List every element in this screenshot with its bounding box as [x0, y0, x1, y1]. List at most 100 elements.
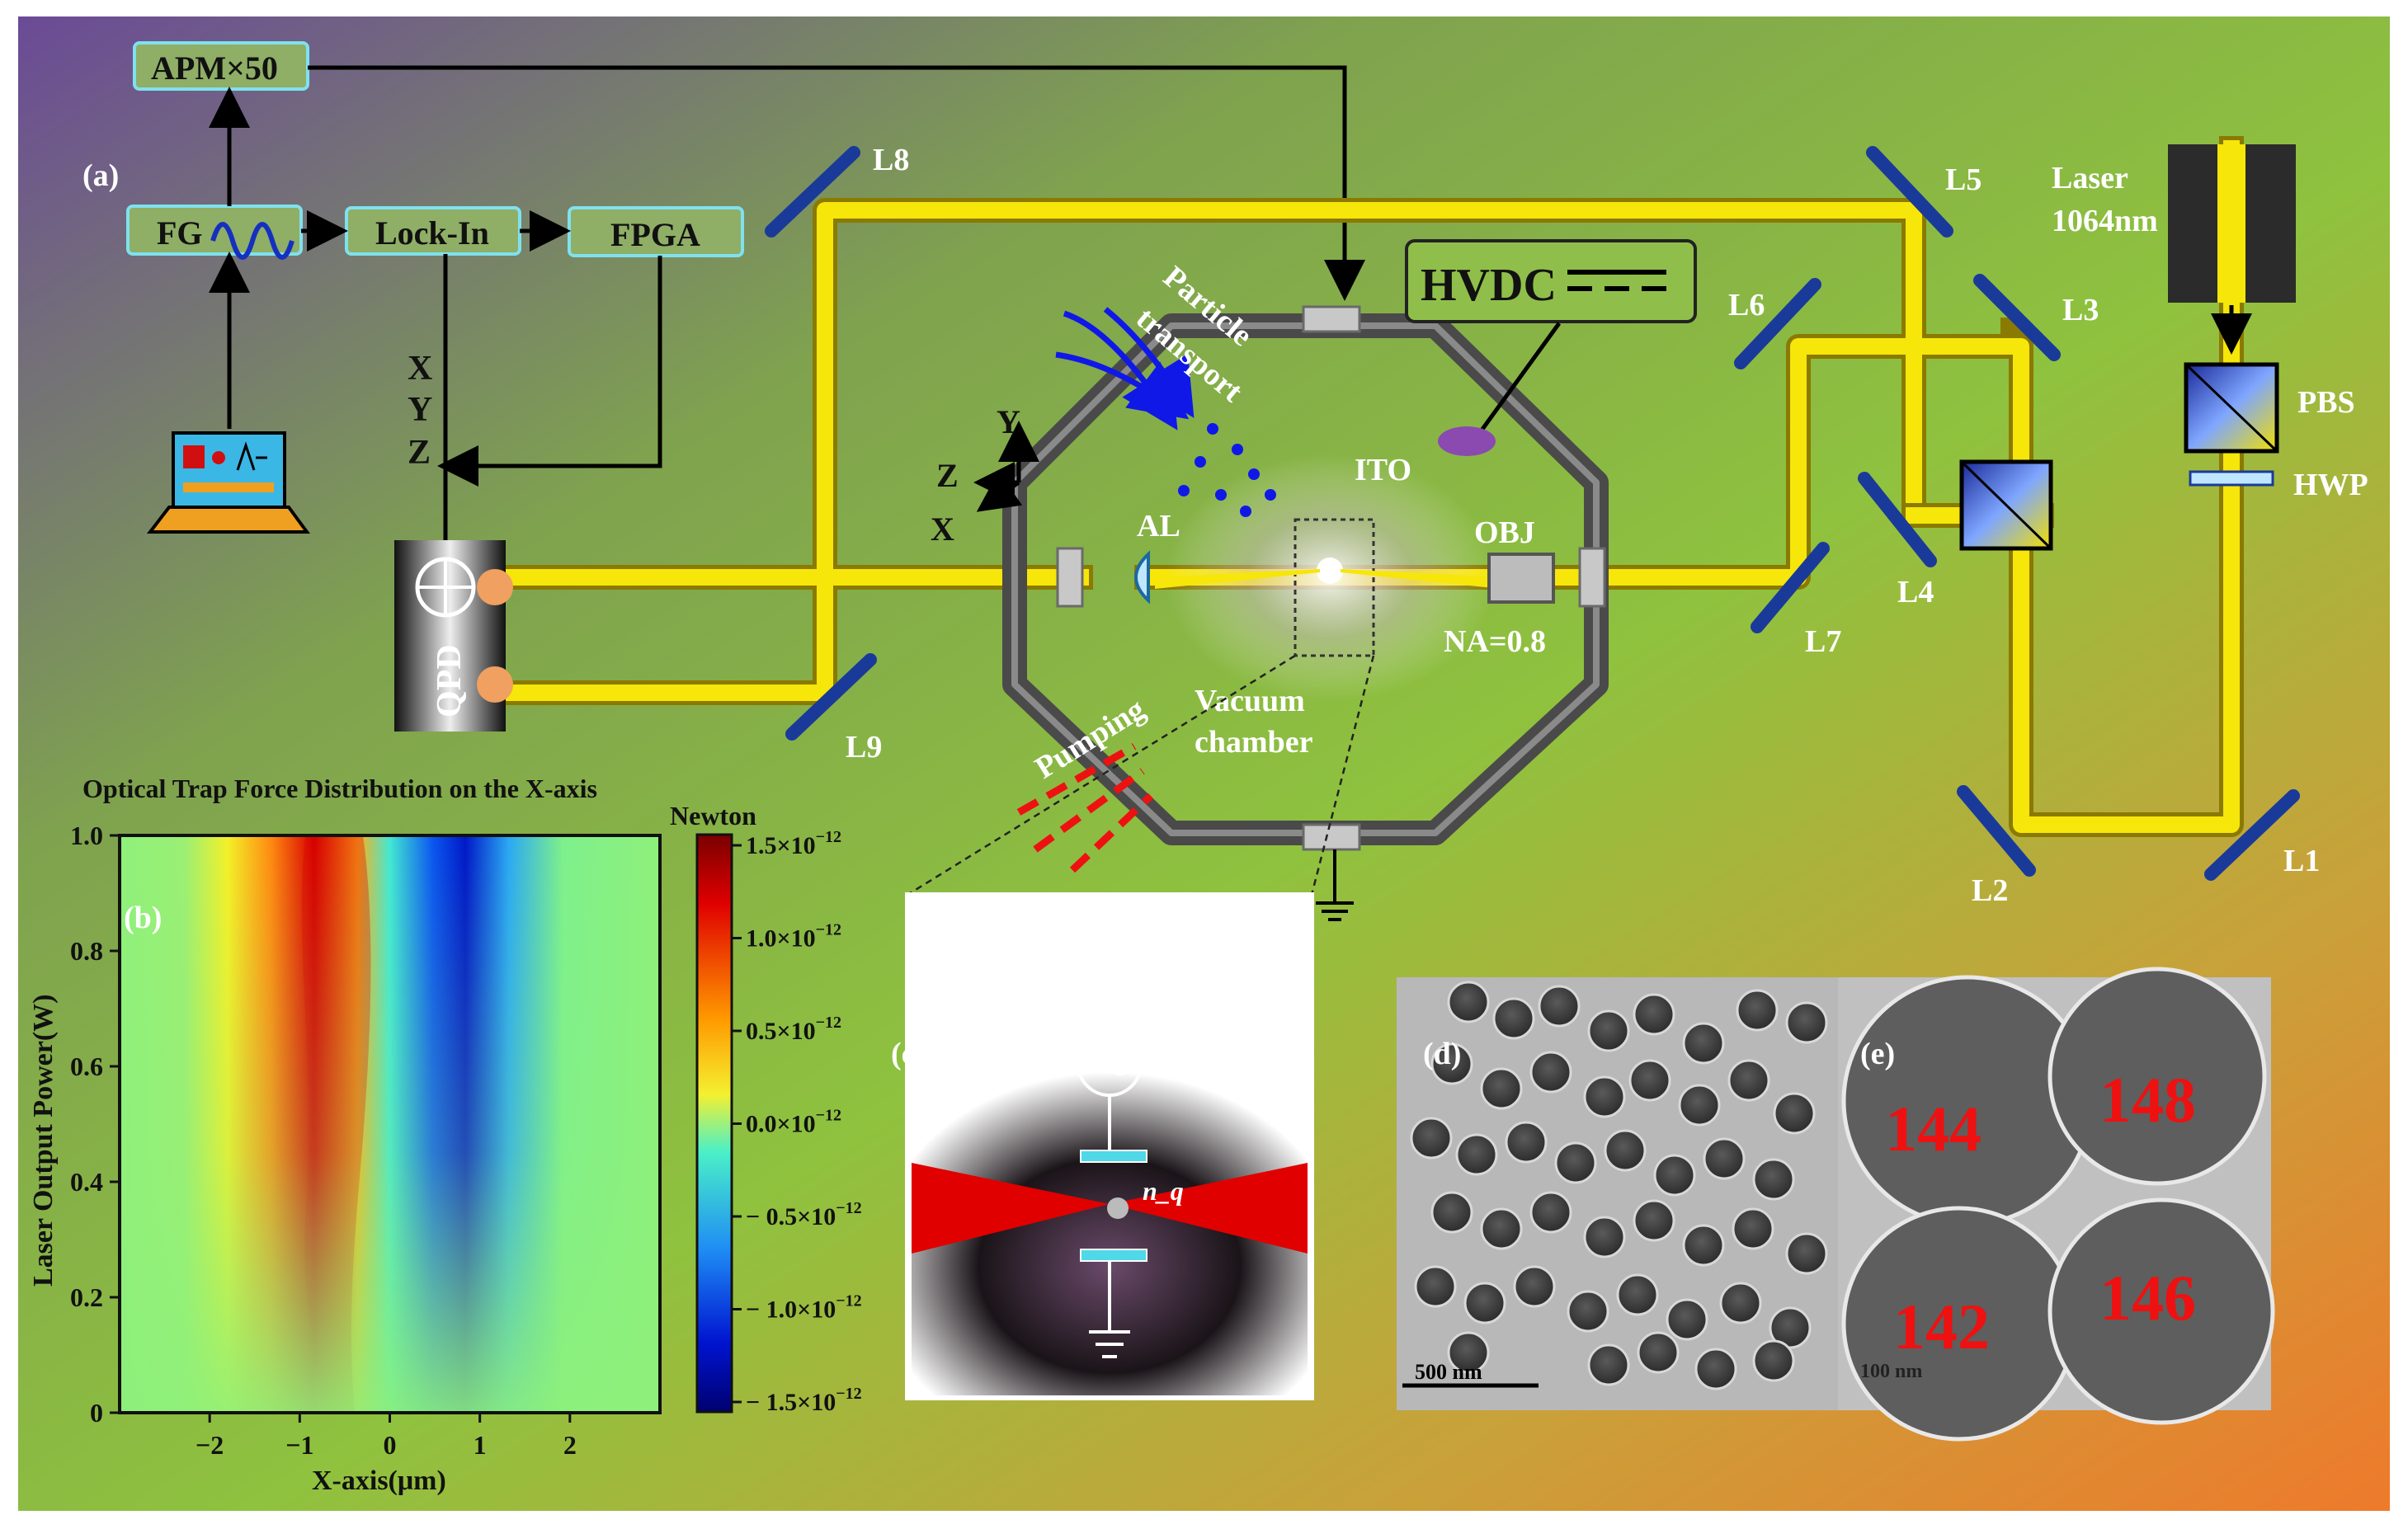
heatmap-y-ticks: 00.20.40.60.81.0: [70, 821, 120, 1428]
nanoparticle: [1583, 1216, 1626, 1258]
axis-z-label: Z: [408, 434, 431, 472]
nanoparticle: [1682, 1224, 1725, 1267]
particle-transport-arrows: [1055, 307, 1195, 430]
hvdc-box: [1405, 239, 1697, 323]
nanoparticle: [1430, 1191, 1473, 1234]
scale-bar-e-label: 100 nm: [1860, 1361, 1922, 1382]
vacuum-chamber-label-2: chamber: [1195, 725, 1313, 760]
mirror-l9-label: L9: [846, 730, 882, 764]
laptop-icon: [146, 431, 310, 534]
nanoparticle: [1567, 1290, 1609, 1333]
nanoparticle: [1703, 1137, 1746, 1180]
al-label: AL: [1137, 509, 1180, 543]
y-tick-label: 0: [90, 1398, 103, 1428]
nanoparticle: [1414, 1265, 1457, 1308]
zoom-lines: [907, 654, 1375, 896]
particle-146: [2048, 1197, 2275, 1425]
objective-icon: [1487, 553, 1555, 604]
inset-c-equation: E₀ sin(ω_Dr t): [1001, 901, 1191, 935]
nanoparticle: [1752, 1339, 1795, 1382]
heatmap-title: Optical Trap Force Distribution on the X…: [82, 774, 597, 803]
pumping-arrows: [1016, 743, 1154, 873]
mirror-labels: L1 L2 L3 L4 L5 L6 L7 L8 L9: [846, 143, 2320, 908]
coord-z-label: Z: [936, 457, 959, 494]
y-tick-label: 0.6: [70, 1051, 103, 1081]
laser-wavelength-label: 1064nm: [2052, 204, 2158, 238]
levitated-nanoparticle: [1107, 1197, 1129, 1219]
mirror-l1: [2204, 789, 2300, 881]
mirror-l5: [1866, 146, 1953, 238]
x-tick-label: 0: [384, 1430, 397, 1460]
nanoparticle: [1554, 1141, 1597, 1184]
nanoparticle: [1633, 993, 1675, 1036]
nanoparticle: [1785, 1001, 1828, 1044]
mirror-l1-label: L1: [2283, 844, 2320, 878]
particle-148: [2048, 967, 2267, 1186]
size-label-146: 146: [2099, 1262, 2196, 1334]
axis-y-label: Y: [408, 391, 432, 429]
mirror-l8-label: L8: [873, 143, 909, 177]
mirror-l7: [1751, 542, 1830, 633]
particle-dots: [1178, 423, 1276, 517]
ito-label: ITO: [1355, 453, 1411, 487]
na-label: NA=0.8: [1444, 624, 1546, 659]
mirror-l4: [1858, 472, 1937, 567]
nanoparticle: [1447, 981, 1490, 1023]
ground-icon: [1316, 849, 1354, 921]
inset-e: [1838, 967, 2275, 1442]
mirror-l6-label: L6: [1728, 288, 1765, 322]
colorbar-tick-exponent: −12: [816, 1014, 841, 1032]
ito-region: [1294, 518, 1375, 657]
nanoparticle: [1694, 1348, 1737, 1390]
nanoparticle: [1583, 1075, 1626, 1118]
x-tick-label: −1: [285, 1430, 313, 1460]
nanoparticle: [1455, 1133, 1498, 1176]
colorbar-tick-exponent: −12: [836, 1199, 861, 1217]
inset-d: [1397, 977, 1838, 1410]
colorbar-tick-label: 1.0×10−12: [746, 921, 841, 953]
obj-label: OBJ: [1474, 515, 1535, 550]
colorbar-tick-exponent: −12: [816, 828, 841, 846]
dc-symbol-icon: [1567, 270, 1666, 291]
nanoparticle: [1637, 1331, 1680, 1374]
scale-bar-d-label: 500 nm: [1415, 1360, 1482, 1384]
nanoparticle: [1727, 1059, 1770, 1102]
mirror-l7-label: L7: [1805, 624, 1841, 659]
nanoparticle: [1719, 1282, 1762, 1324]
fg-label: FG: [157, 214, 203, 252]
nanoparticle: [1587, 1343, 1630, 1386]
mirror-l2: [1957, 785, 2036, 877]
nanoparticle: [1682, 1022, 1725, 1065]
hwp-plate: [2189, 470, 2274, 487]
x-tick-label: −2: [196, 1430, 224, 1460]
nanoparticle: [1480, 1207, 1523, 1250]
size-label-144: 144: [1885, 1093, 1982, 1164]
colorbar-tick-exponent: −12: [816, 1107, 841, 1125]
panel-b-label: (b): [124, 901, 162, 935]
nanoparticle: [1430, 1042, 1473, 1085]
nanoparticle: [1752, 1158, 1795, 1201]
nanoparticle: [1616, 1273, 1659, 1316]
nanoparticle: [1769, 1306, 1812, 1349]
pbs-label: PBS: [2297, 385, 2355, 420]
heatmap: [118, 834, 662, 1414]
nanoparticle: [1538, 985, 1581, 1028]
nanoparticle: [1447, 1331, 1490, 1374]
colorbar-tick-exponent: −12: [836, 1292, 861, 1310]
nanoparticle: [1604, 1129, 1647, 1172]
nanoparticle: [1678, 1084, 1721, 1127]
colorbar-tick-label: 0.0×10−12: [746, 1107, 841, 1138]
nanoparticle: [1785, 1232, 1828, 1275]
colorbar-tick-label: − 1.0×10−12: [746, 1292, 862, 1324]
nanoparticle: [1633, 1199, 1675, 1242]
mirror-l3-label: L3: [2062, 293, 2099, 327]
hwp-label: HWP: [2293, 468, 2368, 502]
y-tick-label: 1.0: [70, 821, 103, 850]
nanoparticle: [1732, 1207, 1774, 1250]
trapped-particle: [1317, 557, 1343, 584]
apm-label: APM×50: [151, 49, 278, 87]
panel-c-label: (c): [891, 1037, 926, 1071]
qpd-label: QPD: [431, 644, 469, 717]
nanoparticle: [1492, 997, 1535, 1040]
